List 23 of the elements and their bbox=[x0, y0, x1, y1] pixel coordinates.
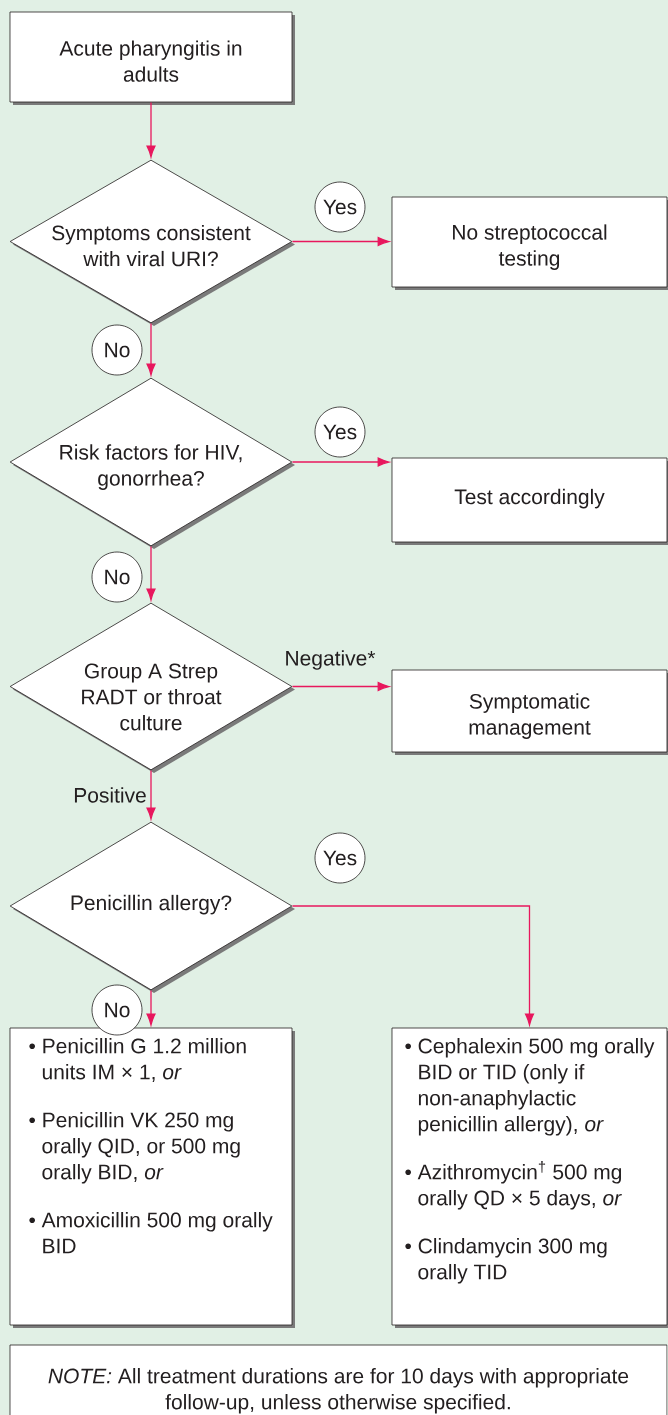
arrow bbox=[146, 989, 156, 1026]
arrow bbox=[291, 236, 390, 247]
note-box: NOTE: All treatment durations are for 10 days with appropriate follow-up, unless otherwise specified. bbox=[9, 1344, 668, 1415]
edge-label: Yes bbox=[314, 181, 366, 233]
process-box: No streptococcal testing bbox=[391, 196, 668, 290]
arrow bbox=[291, 905, 535, 1026]
edge-label: Positive bbox=[72, 786, 148, 804]
edge-label: Yes bbox=[314, 832, 366, 884]
arrow bbox=[146, 101, 156, 158]
edge-label: Yes bbox=[314, 406, 366, 458]
treatment-box: • Cephalexin 500 mg orally BID or TID (only if non-anaphylactic penicillin allergy), or • Azithromycin$^{†}$ 500 mg orally QD × 5 days, or • Clindamycin 300 mg orally TID bbox=[391, 1027, 668, 1328]
arrow bbox=[146, 322, 156, 376]
edge-label: No bbox=[91, 324, 143, 376]
arrow bbox=[146, 769, 156, 820]
process-box: Acute pharyngitis in adults bbox=[9, 11, 295, 105]
edge-label: No bbox=[91, 551, 143, 603]
arrow bbox=[146, 545, 156, 601]
edge-label: No bbox=[91, 984, 143, 1036]
process-box: Test accordingly bbox=[391, 457, 668, 545]
arrow bbox=[291, 457, 390, 467]
arrow bbox=[291, 681, 390, 692]
treatment-box: • Penicillin G 1.2 million units IM × 1, or • Penicillin VK 250 mg orally QID, or 500 mg orally BID, or • Amoxicillin 500 mg orally BID bbox=[9, 1027, 295, 1328]
process-box: Symptomatic management bbox=[391, 669, 668, 755]
